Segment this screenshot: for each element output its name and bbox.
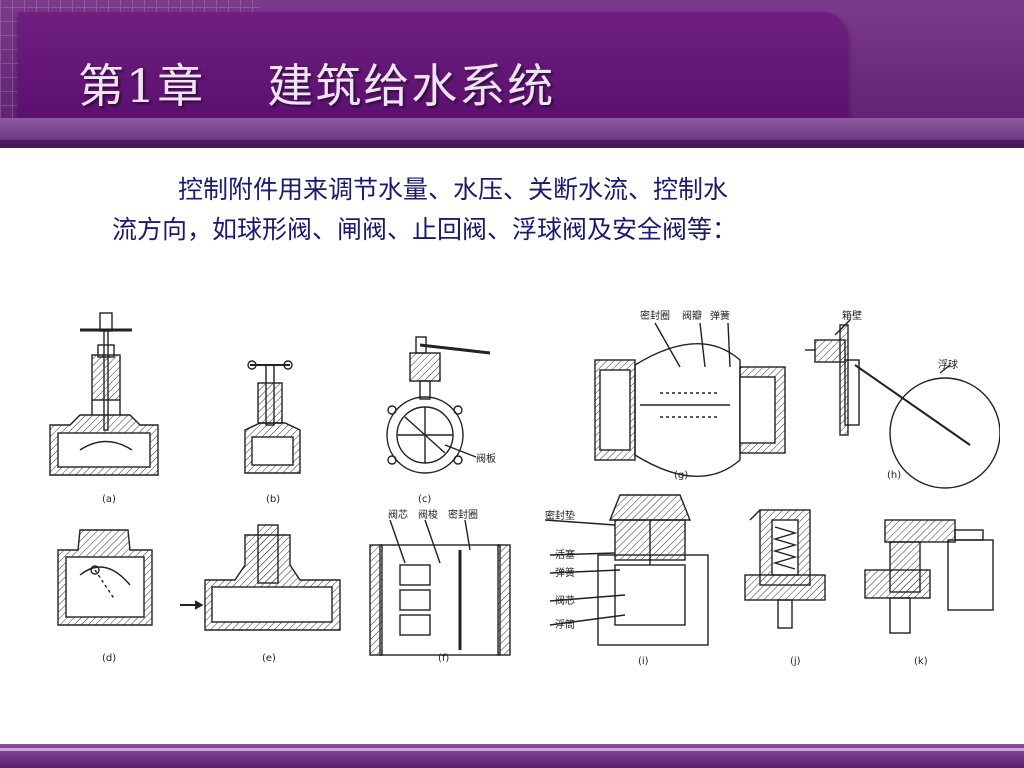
- header-band-dark: [0, 140, 1024, 148]
- label-f-stem: 阀梭: [418, 508, 438, 521]
- valve-diagrams: (a) (b) (c) (d) (e) (f) (g) (h) (i) (j) …: [49, 309, 1001, 667]
- valve-e-check: [180, 524, 341, 631]
- footer-line: [0, 748, 1024, 751]
- label-i-piston: 活塞: [555, 548, 575, 561]
- label-f-seal: 密封圈: [448, 508, 478, 521]
- caption-b: (b): [266, 494, 280, 505]
- label-i-core: 阀芯: [555, 594, 575, 607]
- body-paragraph: 控制附件用来调节水量、水压、关断水流、控制水 流方向，如球形阀、闸阀、止回阀、浮…: [112, 170, 992, 250]
- label-h-float: 浮球: [938, 358, 958, 371]
- label-i-spring: 弹簧: [555, 566, 575, 579]
- slide-title: 第1章 建筑给水系统: [78, 50, 555, 116]
- label-c-plate: 阀板: [476, 452, 496, 465]
- valve-diagrams-figure: (a) (b) (c) (d) (e) (f) (g) (h) (i) (j) …: [40, 305, 1001, 675]
- valve-h-float: [805, 319, 1001, 489]
- label-f-core: 阀芯: [388, 508, 408, 521]
- valve-a-globe: [49, 312, 159, 476]
- caption-f: (f): [438, 653, 449, 664]
- label-i-float: 浮筒: [555, 618, 575, 631]
- caption-h: (h): [887, 470, 901, 481]
- caption-k: (k): [914, 656, 928, 667]
- slide-header: 第1章 建筑给水系统: [0, 0, 1024, 148]
- valve-i-float-cylinder: [544, 494, 709, 646]
- label-g-seal: 密封圈: [640, 309, 670, 322]
- valve-f-axial-check: [369, 519, 511, 656]
- slide-footer: [0, 744, 1024, 768]
- paragraph-line-1: 控制附件用来调节水量、水压、关断水流、控制水: [178, 175, 729, 204]
- label-h-wall: 箱壁: [842, 309, 862, 322]
- caption-g: (g): [674, 470, 688, 481]
- valve-c-butterfly: [386, 336, 491, 474]
- caption-e: (e): [262, 653, 276, 664]
- title-main: 建筑给水系统: [267, 59, 556, 113]
- valve-b-gate: [244, 360, 301, 474]
- header-band: [0, 118, 1024, 140]
- label-g-disc: 阀瓣: [682, 309, 702, 322]
- caption-a: (a): [102, 494, 116, 505]
- valve-j-safety-spring: [744, 509, 826, 629]
- valve-k-safety-lever: [864, 519, 994, 634]
- label-i-gasket: 密封垫: [545, 509, 575, 522]
- paragraph-line-2: 流方向，如球形阀、闸阀、止回阀、浮球阀及安全阀等：: [112, 215, 738, 244]
- label-g-spring: 弹簧: [710, 309, 730, 322]
- caption-i: (i): [638, 656, 649, 667]
- header-title-panel: [18, 12, 848, 124]
- caption-j: (j): [790, 656, 801, 667]
- title-chapter: 第1章: [78, 59, 206, 113]
- valve-d-lift-check: [57, 529, 153, 626]
- caption-c: (c): [418, 494, 431, 505]
- caption-d: (d): [102, 653, 116, 664]
- valve-g-swing-check: [594, 322, 786, 477]
